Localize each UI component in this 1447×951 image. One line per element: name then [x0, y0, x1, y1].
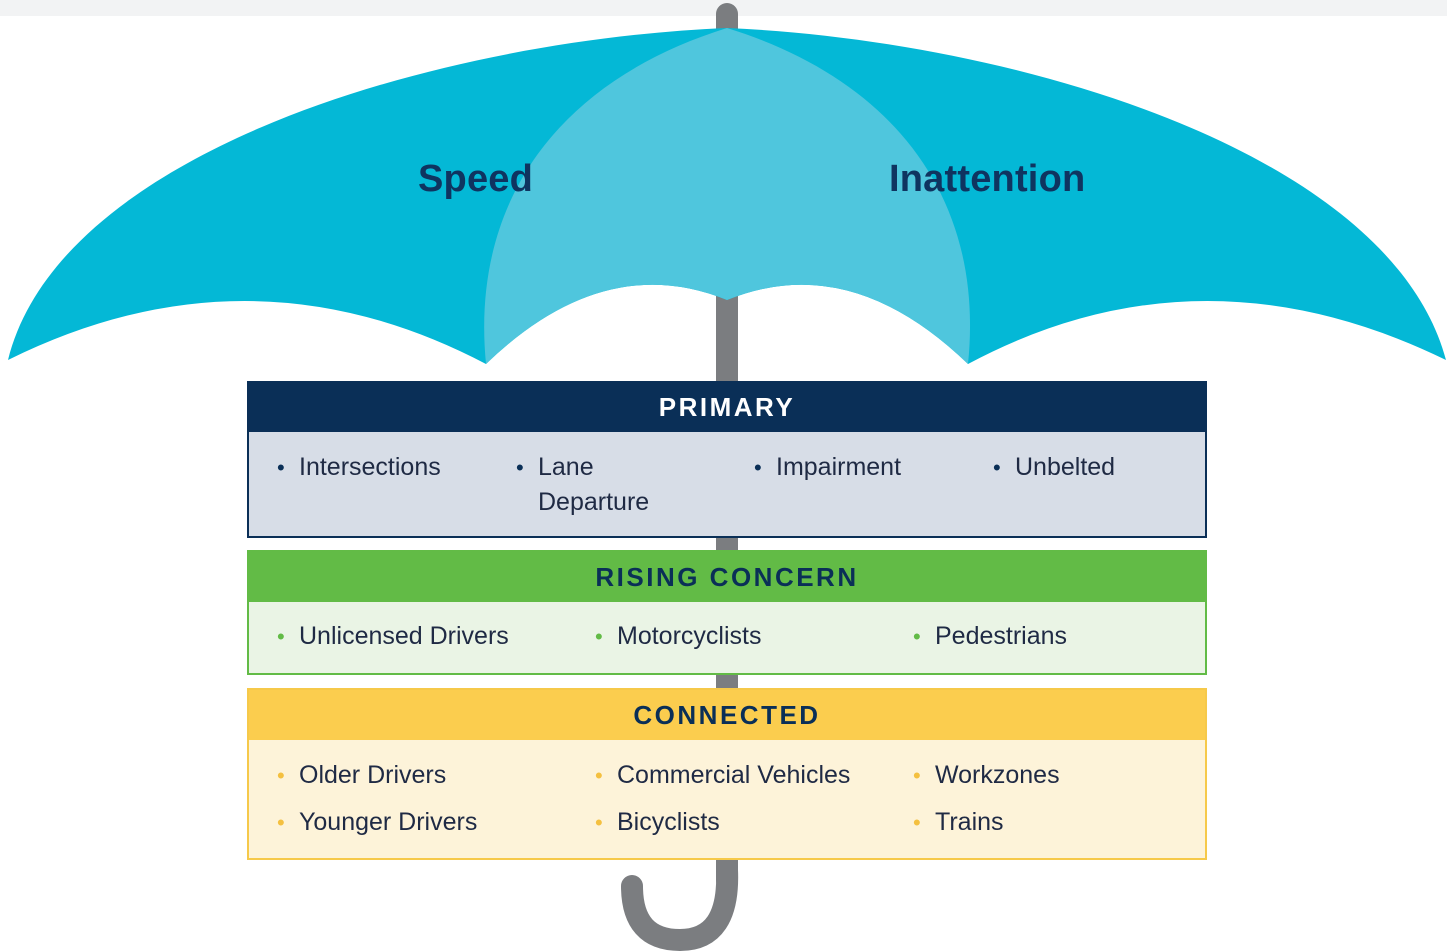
list-item: • Pedestrians	[913, 619, 1067, 654]
bullet-icon: •	[277, 455, 285, 480]
bullet-icon: •	[595, 810, 603, 835]
bullet-icon: •	[595, 624, 603, 649]
umbrella-handle	[621, 859, 739, 951]
list-item: • Workzones	[913, 758, 1060, 793]
rising-concern-title: RISING CONCERN	[249, 552, 1205, 602]
bullet-icon: •	[595, 763, 603, 788]
list-item: • Younger Drivers	[277, 805, 477, 840]
rising-concern-body: • Unlicensed Drivers • Motorcyclists • P…	[249, 602, 1205, 675]
bullet-icon: •	[754, 455, 762, 480]
umbrella-canopy-center	[484, 28, 971, 364]
bullet-icon: •	[993, 455, 1001, 480]
list-item: • Commercial Vehicles	[595, 758, 850, 793]
bullet-icon: •	[913, 624, 921, 649]
list-item: • Impairment	[754, 450, 901, 485]
connected-body: • Older Drivers • Commercial Vehicles • …	[249, 740, 1205, 860]
list-item: • Unlicensed Drivers	[277, 619, 509, 654]
bullet-icon: •	[516, 455, 524, 480]
inattention-label: Inattention	[889, 158, 1086, 200]
connected-title: CONNECTED	[249, 690, 1205, 740]
list-item: • Older Drivers	[277, 758, 446, 793]
primary-title: PRIMARY	[249, 383, 1205, 432]
bullet-icon: •	[913, 810, 921, 835]
speed-label: Speed	[418, 158, 534, 200]
list-item: • Trains	[913, 805, 1004, 840]
list-item: • Unbelted	[993, 450, 1115, 485]
list-item: • Motorcyclists	[595, 619, 761, 654]
list-item: • Lane Departure	[516, 450, 688, 520]
rising-concern-panel: RISING CONCERN • Unlicensed Drivers • Mo…	[247, 550, 1207, 675]
bullet-icon: •	[913, 763, 921, 788]
list-item: • Bicyclists	[595, 805, 720, 840]
bullet-icon: •	[277, 624, 285, 649]
list-item: • Intersections	[277, 450, 441, 485]
connected-panel: CONNECTED • Older Drivers • Commercial V…	[247, 688, 1207, 860]
primary-body: • Intersections • Lane Departure • Impai…	[249, 432, 1205, 536]
primary-panel: PRIMARY • Intersections • Lane Departure…	[247, 381, 1207, 538]
bullet-icon: •	[277, 763, 285, 788]
bullet-icon: •	[277, 810, 285, 835]
